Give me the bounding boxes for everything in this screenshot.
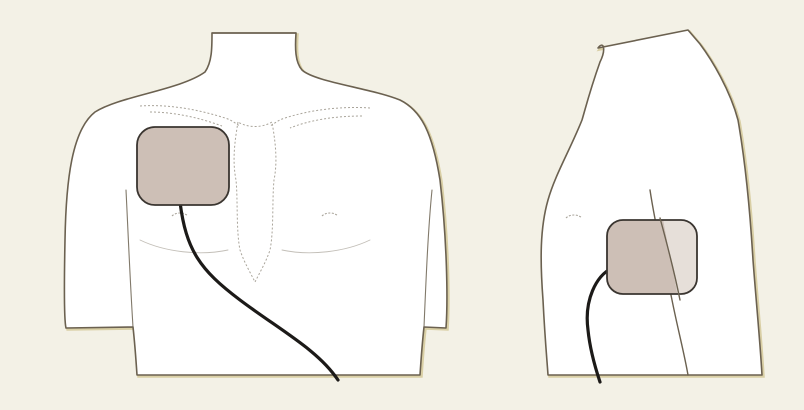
front-electrode-pad bbox=[137, 127, 229, 205]
